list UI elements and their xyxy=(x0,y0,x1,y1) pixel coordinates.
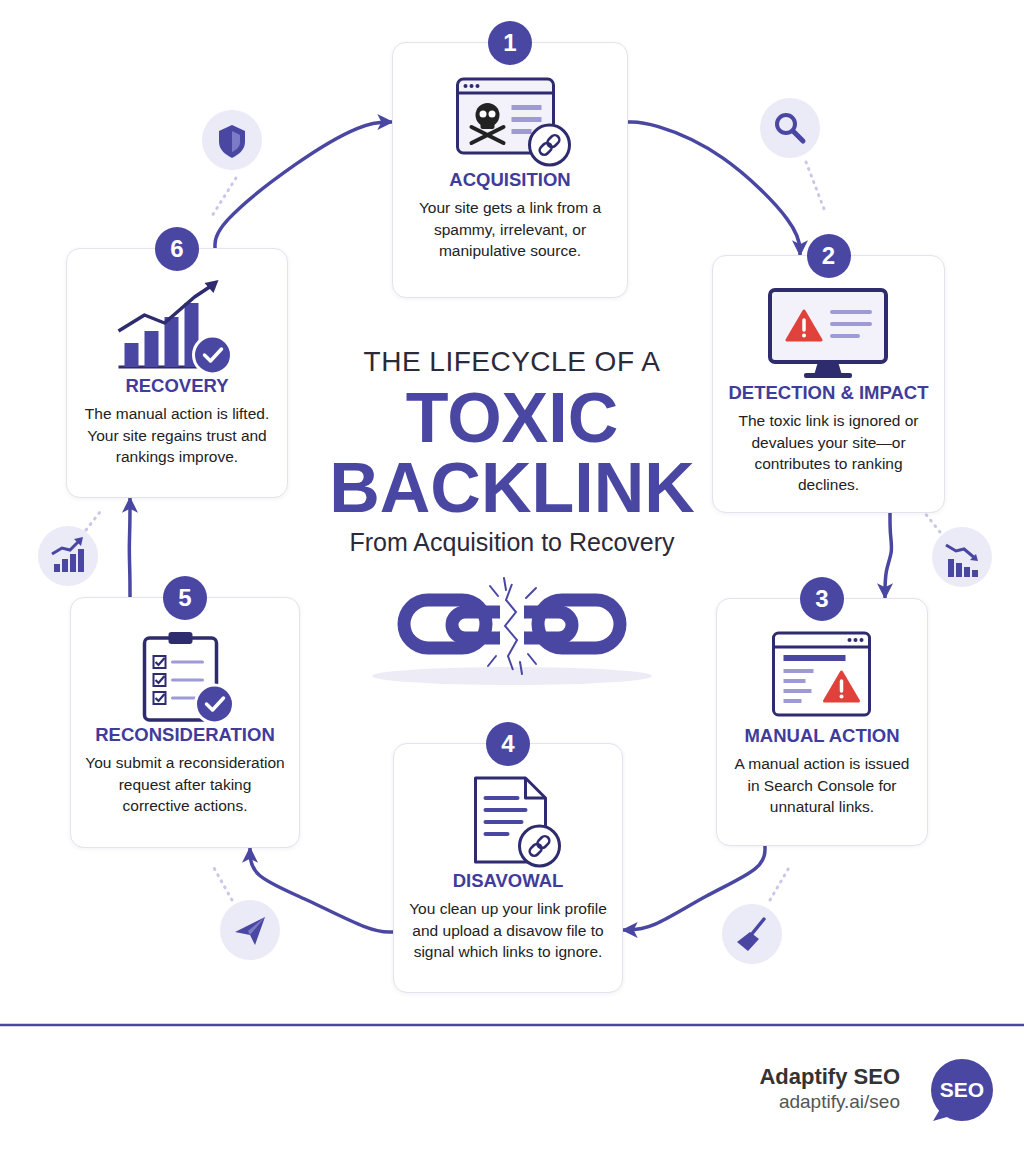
stage-heading: ACQUISITION xyxy=(405,169,615,190)
step-number: 2 xyxy=(807,234,851,278)
dotted-trail xyxy=(86,512,100,530)
stage-card: 3MANUAL ACTIONA manual action is issued … xyxy=(716,598,928,846)
cycle-arrow xyxy=(215,122,392,248)
step-number: 4 xyxy=(486,722,530,766)
badge-text: SEO xyxy=(930,1058,994,1122)
diagram-title: TOXIC BACKLINK xyxy=(317,383,707,523)
stage-description: A manual action is issued in Search Cons… xyxy=(729,753,915,817)
stage-description: You clean up your link profile and uploa… xyxy=(406,898,610,962)
stage-description: The manual action is lifted. Your site r… xyxy=(79,403,275,467)
stage-heading: MANUAL ACTION xyxy=(729,725,915,746)
step-number: 6 xyxy=(155,227,199,271)
shield-badge xyxy=(202,110,262,170)
stage-icon xyxy=(717,625,926,725)
stage-card: 1ACQUISITIONYour site gets a link from a… xyxy=(392,42,628,298)
step-number: 1 xyxy=(488,21,532,65)
stage-icon xyxy=(393,69,626,169)
stage-card: 2DETECTION & IMPACTThe toxic link is ign… xyxy=(712,255,945,513)
cycle-arrow xyxy=(628,122,800,255)
stage-icon xyxy=(394,770,621,870)
cycle-arrow xyxy=(885,513,891,598)
broken-chain xyxy=(372,578,652,685)
stage-icon xyxy=(71,624,298,724)
step-number: 3 xyxy=(800,577,844,621)
cycle-arrow xyxy=(623,846,765,930)
stage-icon xyxy=(67,275,286,375)
stage-heading: RECOVERY xyxy=(79,375,275,396)
stage-heading: RECONSIDERATION xyxy=(83,724,287,745)
plane-badge xyxy=(220,900,280,960)
footer-rule xyxy=(0,1024,1024,1027)
dotted-trail xyxy=(212,178,236,216)
decoration xyxy=(0,98,1024,1025)
stage-icon xyxy=(713,282,943,382)
dotted-trail xyxy=(806,162,826,214)
stage-description: The toxic link is ignored or devalues yo… xyxy=(725,410,932,496)
dotted-trail xyxy=(770,866,790,900)
stage-card: 6RECOVERYThe manual action is lifted. Yo… xyxy=(66,248,288,498)
dotted-trail xyxy=(924,512,940,532)
stage-description: You submit a reconsideration request aft… xyxy=(83,752,287,816)
chart-down-badge xyxy=(932,527,992,587)
cycle-arrow xyxy=(128,498,132,597)
stage-card: 5RECONSIDERATIONYou submit a reconsidera… xyxy=(70,597,300,848)
stage-description: Your site gets a link from a spammy, irr… xyxy=(405,197,615,261)
magnifier-badge xyxy=(760,98,820,158)
stage-card: 4DISAVOWALYou clean up your link profile… xyxy=(393,743,623,993)
broom-badge xyxy=(722,904,782,964)
diagram-subtitle: From Acquisition to Recovery xyxy=(262,528,762,557)
cycle-arrow xyxy=(250,848,393,932)
logo-badge: SEO xyxy=(930,1058,994,1122)
brand-name: Adaptify SEO xyxy=(560,1064,900,1090)
step-number: 5 xyxy=(163,576,207,620)
brand-url: adaptify.ai/seo xyxy=(560,1091,900,1113)
dotted-trail xyxy=(214,868,232,900)
stage-heading: DETECTION & IMPACT xyxy=(725,382,932,403)
title-lead: THE LIFECYCLE OF A xyxy=(262,346,762,378)
stage-heading: DISAVOWAL xyxy=(406,870,610,891)
chart-up-badge xyxy=(38,526,98,586)
